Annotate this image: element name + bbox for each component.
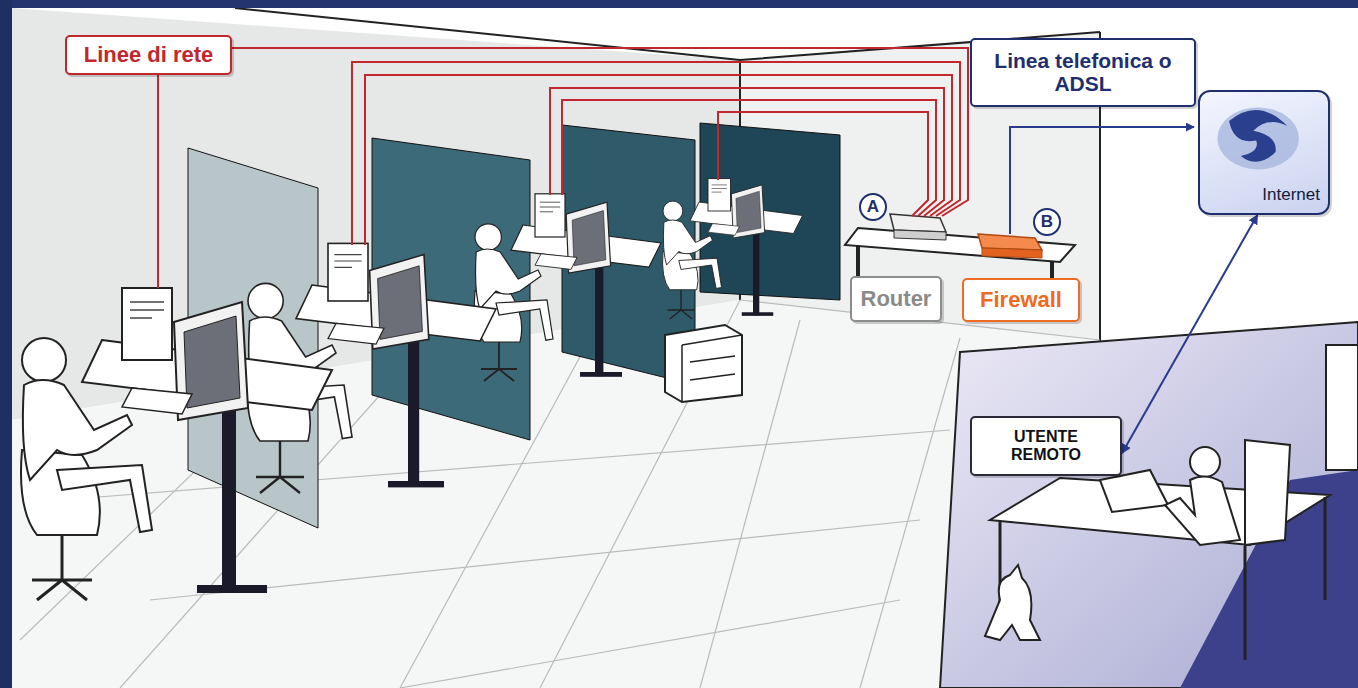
node-text: Linee di rete <box>84 42 214 68</box>
callout-letter: A <box>859 193 887 221</box>
illustration-part <box>0 0 1358 8</box>
illustration-part <box>232 48 968 216</box>
illustration-part <box>890 214 946 232</box>
illustration-part <box>978 234 1042 250</box>
node-text: Linea telefonica o ADSL <box>972 50 1194 94</box>
illustration-part <box>550 88 944 216</box>
logo-swirl <box>1229 110 1287 162</box>
illustration-part <box>718 112 928 216</box>
illustration-part <box>352 62 960 245</box>
illustration-part <box>158 48 968 288</box>
node-text: A <box>867 197 879 217</box>
illustration-part <box>894 230 946 240</box>
node-text: Internet <box>1262 185 1320 205</box>
illustration-part <box>982 248 1042 258</box>
illustration-part <box>1190 447 1220 477</box>
illustration-part <box>474 194 661 381</box>
callout-letter: B <box>1033 208 1061 236</box>
label-box: Linea telefonica o ADSL <box>970 38 1196 107</box>
illustration-part <box>1326 345 1358 470</box>
logo-glow <box>1217 107 1298 169</box>
illustration-part <box>940 322 1358 688</box>
illustration-part <box>665 325 742 402</box>
device-label: Router <box>850 276 942 322</box>
connector-arrow <box>1122 215 1257 453</box>
illustration-part <box>157 75 159 288</box>
label-box: Linee di rete <box>65 35 232 75</box>
device-label: Firewall <box>962 278 1080 322</box>
node-text: Firewall <box>980 287 1062 313</box>
illustration-part <box>365 75 952 245</box>
node-text: B <box>1041 212 1053 232</box>
illustration-part <box>0 0 12 688</box>
illustration-part <box>985 565 1040 640</box>
illustration-part <box>1245 440 1290 545</box>
illustration-part <box>1100 470 1168 512</box>
user-label: UTENTE REMOTO <box>970 416 1122 476</box>
illustration-part <box>663 179 803 319</box>
illustration-part <box>682 335 742 402</box>
node-text: UTENTE REMOTO <box>998 428 1094 463</box>
node-text: Router <box>861 286 932 312</box>
internet-box: Internet <box>1198 90 1330 215</box>
illustration-part <box>1165 476 1240 545</box>
illustration-part <box>21 288 332 600</box>
